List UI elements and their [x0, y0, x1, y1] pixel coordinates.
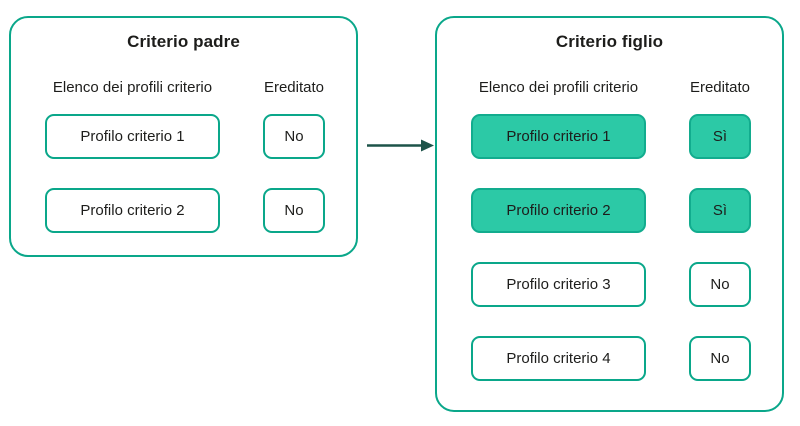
profile-row: Profilo criterio 4 No: [471, 336, 751, 381]
inherited-flag: No: [263, 114, 325, 159]
parent-criterion-panel: Criterio padre Elenco dei profili criter…: [9, 16, 358, 257]
profile-box: Profilo criterio 1: [471, 114, 646, 159]
inherited-flag: No: [263, 188, 325, 233]
profile-row: Profilo criterio 2 No: [45, 188, 325, 233]
profile-row: Profilo criterio 3 No: [471, 262, 751, 307]
profile-box: Profilo criterio 3: [471, 262, 646, 307]
inherited-flag: No: [689, 262, 751, 307]
profile-row-inherited: Profilo criterio 2 Sì: [471, 188, 751, 233]
arrow-right-icon: [367, 139, 434, 152]
parent-panel-title: Criterio padre: [127, 32, 240, 51]
child-criterion-panel: Criterio figlio Elenco dei profili crite…: [435, 16, 784, 412]
column-header-inherited: Ereditato: [263, 79, 325, 96]
profile-row-inherited: Profilo criterio 1 Sì: [471, 114, 751, 159]
column-header-profiles: Elenco dei profili criterio: [52, 79, 213, 96]
profile-box: Profilo criterio 1: [45, 114, 220, 159]
child-panel-title: Criterio figlio: [555, 32, 664, 51]
profile-box: Profilo criterio 2: [45, 188, 220, 233]
inherited-flag: No: [689, 336, 751, 381]
column-header-inherited: Ereditato: [689, 79, 751, 96]
inherited-flag: Sì: [689, 114, 751, 159]
profile-box: Profilo criterio 2: [471, 188, 646, 233]
profile-row: Profilo criterio 1 No: [45, 114, 325, 159]
column-header-profiles: Elenco dei profili criterio: [478, 79, 639, 96]
inherited-flag: Sì: [689, 188, 751, 233]
profile-box: Profilo criterio 4: [471, 336, 646, 381]
parent-column-headers: Elenco dei profili criterio Ereditato: [45, 78, 325, 97]
child-column-headers: Elenco dei profili criterio Ereditato: [471, 78, 751, 97]
